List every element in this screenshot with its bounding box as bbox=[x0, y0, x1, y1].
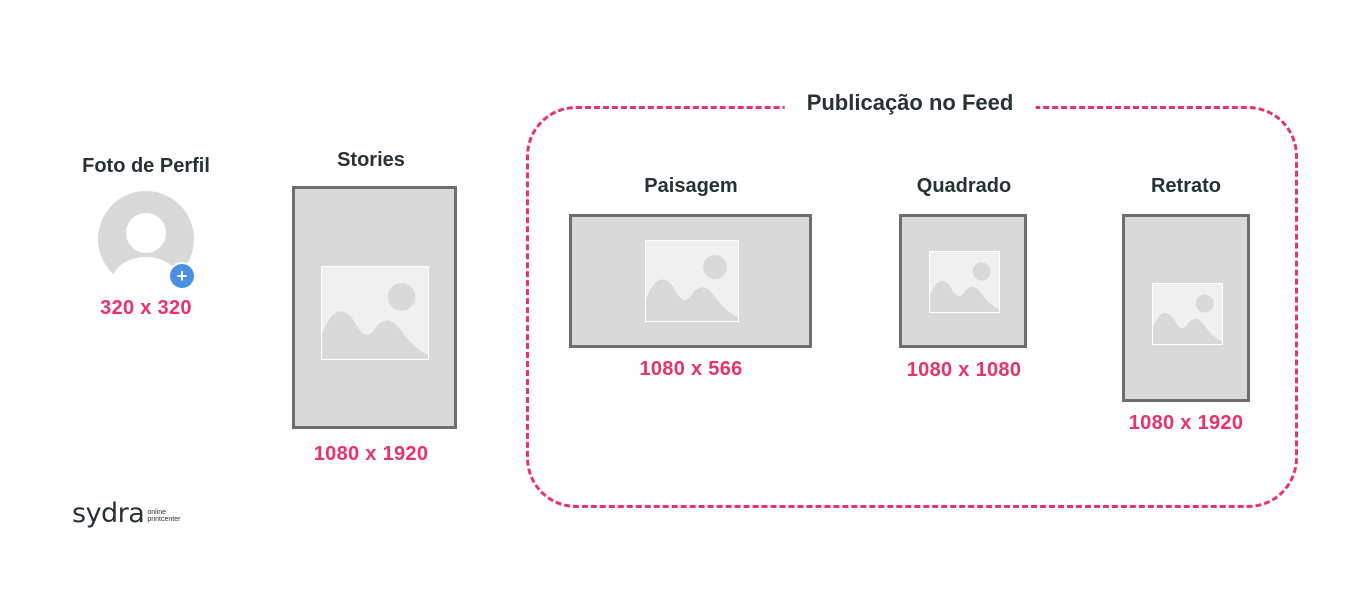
logo-subtitle-line2: printcenter bbox=[147, 516, 181, 523]
image-placeholder-icon bbox=[645, 240, 739, 322]
logo-subtitle: online printcenter bbox=[147, 509, 180, 523]
landscape-size: 1080 x 566 bbox=[639, 358, 743, 380]
stories-size: 1080 x 1920 bbox=[313, 443, 429, 465]
image-placeholder-icon bbox=[929, 251, 1000, 313]
square-title: Quadrado bbox=[916, 175, 1012, 197]
stories-frame bbox=[292, 186, 457, 429]
image-placeholder-icon bbox=[1152, 283, 1223, 345]
logo-wordmark: sydra bbox=[72, 498, 145, 529]
portrait-title: Retrato bbox=[1150, 175, 1222, 197]
avatar-head bbox=[126, 213, 166, 253]
square-size: 1080 x 1080 bbox=[906, 359, 1022, 381]
portrait-frame bbox=[1122, 214, 1250, 402]
logo-subtitle-line1: online bbox=[147, 509, 167, 516]
portrait-size: 1080 x 1920 bbox=[1128, 412, 1244, 434]
image-placeholder-icon bbox=[321, 266, 429, 360]
profile-size: 320 x 320 bbox=[100, 297, 192, 319]
feed-title: Publicação no Feed bbox=[784, 90, 1036, 116]
add-photo-icon[interactable]: + bbox=[168, 262, 196, 290]
profile-avatar bbox=[98, 191, 194, 287]
stories-title: Stories bbox=[337, 149, 405, 171]
landscape-title: Paisagem bbox=[644, 175, 738, 197]
profile-title: Foto de Perfil bbox=[82, 155, 210, 177]
square-frame bbox=[899, 214, 1027, 348]
sydra-logo: sydra online printcenter bbox=[72, 498, 180, 529]
landscape-frame bbox=[569, 214, 812, 348]
